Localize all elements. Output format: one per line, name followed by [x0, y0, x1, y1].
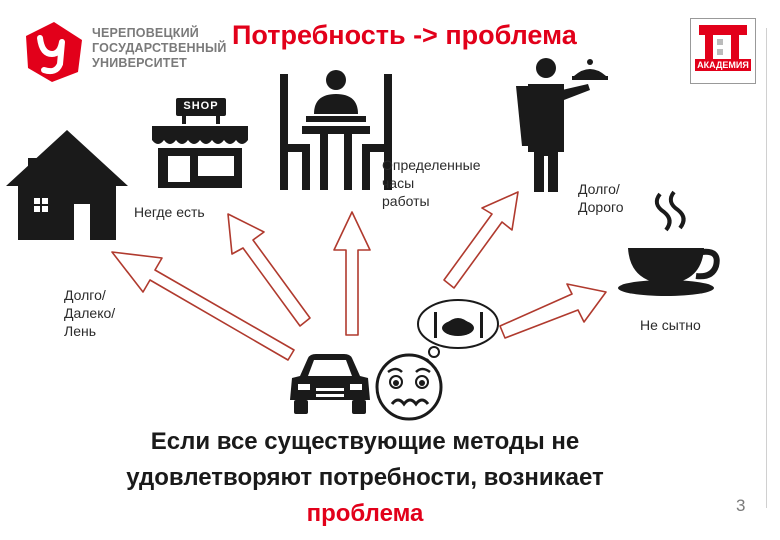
- arrow-to-coffee: [499, 283, 607, 339]
- shop-sign: SHOP: [183, 100, 219, 112]
- university-logo-icon: [26, 22, 82, 82]
- waiter-icon: [516, 58, 608, 192]
- university-name: ЧЕРЕПОВЕЦКИЙ ГОСУДАРСТВЕННЫЙ УНИВЕРСИТЕТ: [92, 26, 227, 71]
- label-long-expensive: Долго/ Дорого: [578, 180, 624, 216]
- label-long-expensive-line2: Дорого: [578, 199, 624, 215]
- label-certain-hours: Определенные часы работы: [382, 156, 481, 210]
- right-divider: [766, 28, 767, 508]
- worried-face-icon: [375, 353, 443, 421]
- label-long-far-lazy-line2: Далеко/: [64, 305, 116, 321]
- conclusion-line1: Если все существующие методы не: [150, 428, 580, 455]
- shop-icon: [152, 98, 248, 188]
- arrow-to-restaurant: [333, 211, 371, 336]
- academy-badge: АКАДЕМИЯ: [690, 18, 756, 84]
- label-nowhere-to-eat: Негде есть: [134, 204, 205, 220]
- label-long-far-lazy-line1: Долго/: [64, 287, 106, 303]
- conclusion-text: Если все существующие методы не удовлетв…: [60, 424, 670, 532]
- coffee-cup-icon: [618, 190, 720, 296]
- thought-bubble-food-icon: [417, 299, 499, 366]
- label-not-filling: Не сытно: [640, 317, 701, 333]
- university-line1: ЧЕРЕПОВЕЦКИЙ: [92, 26, 199, 40]
- label-certain-hours-line3: работы: [382, 193, 430, 209]
- academy-logo-icon: [699, 25, 747, 65]
- house-icon: [6, 130, 128, 240]
- label-long-far-lazy-line3: Лень: [64, 323, 96, 339]
- conclusion-line2: удовлетворяют потребности, возникает: [126, 464, 604, 491]
- arrow-to-waiter: [443, 191, 519, 289]
- label-long-expensive-line1: Долго/: [578, 181, 620, 197]
- conclusion-line3: проблема: [306, 500, 424, 527]
- car-icon: [290, 354, 370, 414]
- label-long-far-lazy: Долго/ Далеко/ Лень: [64, 286, 115, 340]
- arrow-to-house: [111, 251, 295, 361]
- university-line3: УНИВЕРСИТЕТ: [92, 56, 187, 70]
- label-certain-hours-line2: часы: [382, 175, 415, 191]
- university-line2: ГОСУДАРСТВЕННЫЙ: [92, 41, 227, 55]
- label-certain-hours-line1: Определенные: [382, 157, 481, 173]
- academy-badge-label: АКАДЕМИЯ: [695, 59, 751, 71]
- arrow-to-shop: [227, 213, 311, 327]
- page-number: 3: [736, 496, 746, 515]
- restaurant-table-icon: [280, 70, 392, 190]
- slide-title: Потребность -> проблема: [232, 20, 577, 50]
